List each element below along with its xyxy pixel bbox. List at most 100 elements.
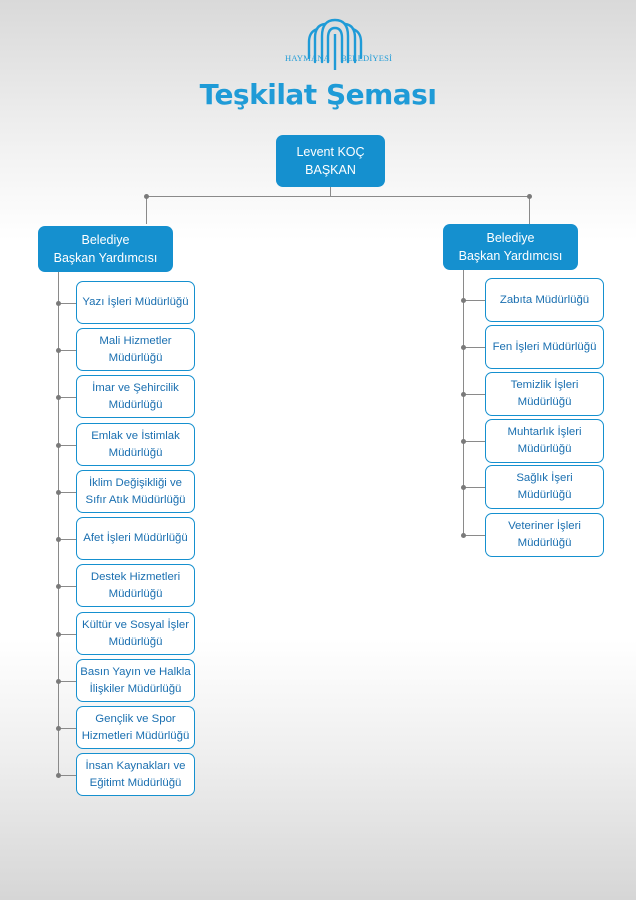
mayor-box: Levent KOÇ BAŞKAN: [276, 135, 385, 187]
department-name-line1: Temizlik İşleri: [510, 379, 579, 391]
connector: [463, 487, 485, 489]
department-name-line2: Müdürlüğü: [517, 396, 572, 408]
deputy-mayor-box-right: Belediye Başkan Yardımcısı: [443, 224, 578, 270]
connector-dot: [461, 533, 466, 538]
logo-text-left: HAYMANA: [285, 53, 331, 63]
department-box: Yazı İşleri Müdürlüğü: [76, 281, 195, 324]
department-name-line1: Kültür ve Sosyal İşler: [82, 618, 189, 631]
mayor-title: BAŞKAN: [305, 163, 356, 177]
connector: [58, 302, 76, 304]
deputy-line1: Belediye: [81, 233, 130, 247]
connector-dot: [461, 392, 466, 397]
connector-dot: [56, 394, 61, 400]
department-name-line1: Emlak ve İstimlak: [91, 429, 180, 442]
department-name-line1: Basın Yayın ve Halkla: [80, 665, 191, 678]
deputy-mayor-box-left: Belediye Başkan Yardımcısı: [38, 226, 173, 272]
department-name-line2: Müdürlüğü: [517, 489, 572, 501]
connector-dot: [56, 536, 61, 542]
department-name-line1: Zabıta Müdürlüğü: [499, 293, 590, 306]
deputy-line2: Başkan Yardımcısı: [53, 251, 158, 265]
department-name-line1: İmar ve Şehircilik: [92, 381, 179, 394]
connector-dot: [56, 442, 61, 448]
department-box: Mali Hizmetler Müdürlüğü: [76, 328, 195, 371]
connector: [146, 196, 148, 224]
connector-dot: [56, 678, 61, 684]
department-box: Afet İşleri Müdürlüğü: [76, 517, 195, 560]
connector: [58, 272, 60, 773]
connector-dot: [56, 489, 61, 495]
connector: [58, 585, 76, 587]
department-box: Zabıta Müdürlüğü: [485, 278, 604, 322]
connector: [58, 396, 76, 398]
logo-text-right: BELEDİYESİ: [341, 53, 393, 63]
department-name-line1: Afet İşleri Müdürlüğü: [83, 532, 188, 544]
department-name-line1: İklim Değişikliği ve: [88, 476, 183, 489]
department-name-line1: Yazı İşleri Müdürlüğü: [82, 296, 189, 308]
deputy-line2: Başkan Yardımcısı: [458, 249, 563, 263]
connector: [58, 774, 76, 776]
department-name-line2: Müdürlüğü: [108, 398, 163, 411]
connector: [330, 187, 332, 197]
department-box: İnsan Kaynakları ve Eğitimt Müdürlüğü: [76, 753, 195, 796]
connector: [463, 347, 485, 349]
department-name-line2: Müdürlüğü: [517, 537, 572, 549]
connector: [58, 633, 76, 635]
connector: [58, 680, 76, 682]
department-name-line2: İlişkiler Müdürlüğü: [89, 682, 182, 695]
connector-dot: [461, 345, 466, 350]
page-title: Teşkilat Şeması: [199, 78, 437, 111]
department-name-line1: Muhtarlık İşleri: [507, 426, 582, 438]
connector-dot: [56, 347, 61, 353]
department-name-line1: Sağlık İşeri: [516, 472, 573, 484]
department-name-line2: Eğitimt Müdürlüğü: [89, 776, 182, 789]
connector: [529, 196, 531, 224]
connector-dot: [144, 194, 149, 199]
connector-dot: [461, 485, 466, 490]
connector-dot: [56, 725, 61, 731]
connector: [463, 270, 465, 534]
department-name-line1: Destek Hizmetleri: [90, 570, 181, 583]
connector: [58, 727, 76, 729]
fountain-logo-icon: [307, 18, 363, 70]
deputy-line1: Belediye: [486, 231, 535, 245]
connector: [463, 394, 485, 396]
department-name-line1: Gençlik ve Spor: [95, 712, 176, 725]
department-box: İklim Değişikliği ve Sıfır Atık Müdürlüğü: [76, 470, 195, 513]
department-name-line1: Mali Hizmetler Müdürlüğü: [99, 334, 172, 364]
haymana-logo: HAYMANA BELEDİYESİ: [275, 14, 395, 74]
department-name-line2: Müdürlüğü: [108, 446, 163, 459]
department-box: Fen İşleri Müdürlüğü: [485, 325, 604, 369]
connector-dot: [56, 300, 61, 306]
department-name-line2: Sıfır Atık Müdürlüğü: [85, 493, 186, 506]
connector-dot: [56, 583, 61, 589]
connector: [146, 196, 530, 198]
connector: [463, 441, 485, 443]
department-name-line1: İnsan Kaynakları ve: [85, 759, 186, 772]
connector-dot: [461, 298, 466, 303]
connector: [58, 349, 76, 351]
connector: [58, 444, 76, 446]
connector: [463, 535, 485, 537]
connector-dot: [56, 772, 61, 778]
mayor-name: Levent KOÇ: [296, 145, 365, 159]
connector-dot: [461, 439, 466, 444]
department-name-line2: Müdürlüğü: [108, 587, 163, 600]
connector-dot: [527, 194, 532, 199]
connector: [58, 538, 76, 540]
department-name-line2: Müdürlüğü: [517, 443, 572, 455]
department-name-line1: Veteriner İşleri: [508, 520, 581, 532]
connector: [58, 491, 76, 493]
department-name-line2: Hizmetleri Müdürlüğü: [81, 729, 190, 742]
department-name-line1: Fen İşleri Müdürlüğü: [492, 340, 597, 353]
connector-dot: [56, 631, 61, 637]
connector: [463, 300, 485, 302]
